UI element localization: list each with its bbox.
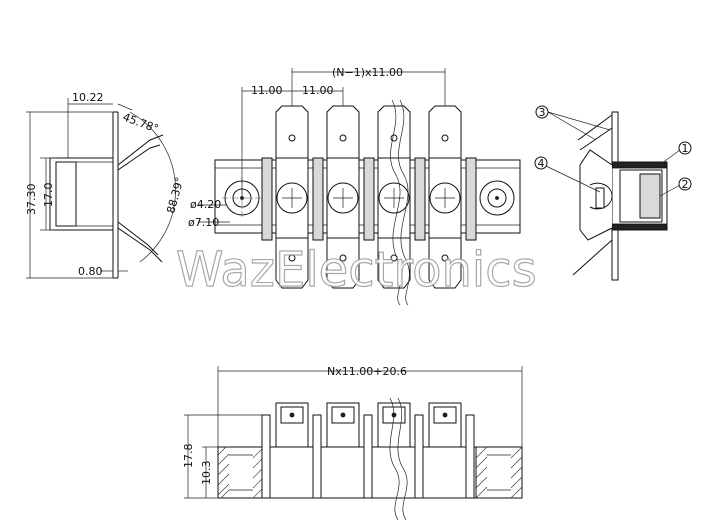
- dim-height-inner: 17.0: [42, 183, 55, 208]
- callout-2-label: 2: [682, 178, 689, 191]
- front-view: Nx11.00+20.6 17.8 10.3: [182, 365, 523, 521]
- terminal-2: [326, 105, 360, 289]
- break-line-1: [390, 99, 402, 306]
- barrier-1: [261, 157, 273, 241]
- barrier-3: [363, 157, 375, 241]
- callout-2: [678, 177, 692, 191]
- barrier-5: [465, 157, 477, 241]
- dim-plate-thickness: 0.80: [78, 265, 103, 278]
- front-break-line-1: [389, 397, 400, 521]
- section-view: 3 4 1 2: [534, 105, 692, 281]
- break-line-2: [398, 99, 410, 306]
- callout-3: [535, 105, 549, 119]
- front-terminals: [275, 402, 462, 448]
- front-end-block-left: [217, 446, 265, 499]
- dim-front-height: 17.8: [182, 444, 195, 469]
- side-view: 10.22 45.78° 37.30 17.0 88.39° 0.80: [25, 91, 186, 279]
- dim-hole-small: ø4.20: [190, 198, 221, 211]
- callout-3-label: 3: [539, 106, 546, 119]
- dim-pitch-2: 11.00: [302, 84, 334, 97]
- callout-4: [534, 156, 548, 170]
- side-view-angle-arc: [129, 111, 176, 201]
- watermark: WazElectronics: [176, 242, 537, 298]
- side-view-upper-wing: [117, 134, 164, 166]
- dim-front-base-height: 10.3: [200, 461, 213, 486]
- dim-overall-length: Nx11.00+20.6: [327, 365, 407, 378]
- barrier-2: [312, 157, 324, 241]
- dim-height-total: 37.30: [25, 184, 38, 216]
- barrier-4: [414, 157, 426, 241]
- callout-1: [678, 141, 692, 155]
- front-break-line-2: [397, 397, 408, 521]
- top-view: (N−1)x11.00 11.00 11.00 ø4.20 ø7.10: [188, 66, 521, 306]
- terminal-1: [275, 105, 309, 289]
- dim-angle: 45.78°: [121, 111, 160, 136]
- dim-hole-large: ø7.10: [188, 216, 219, 229]
- callout-1-label: 1: [682, 142, 689, 155]
- dim-arc-radius: 88.39°: [164, 176, 186, 215]
- dim-depth-top: 10.22: [72, 91, 104, 104]
- callout-4-label: 4: [538, 157, 545, 170]
- terminal-4: [428, 105, 462, 289]
- dim-pitch-span: (N−1)x11.00: [332, 66, 403, 79]
- dim-pitch-1: 11.00: [251, 84, 283, 97]
